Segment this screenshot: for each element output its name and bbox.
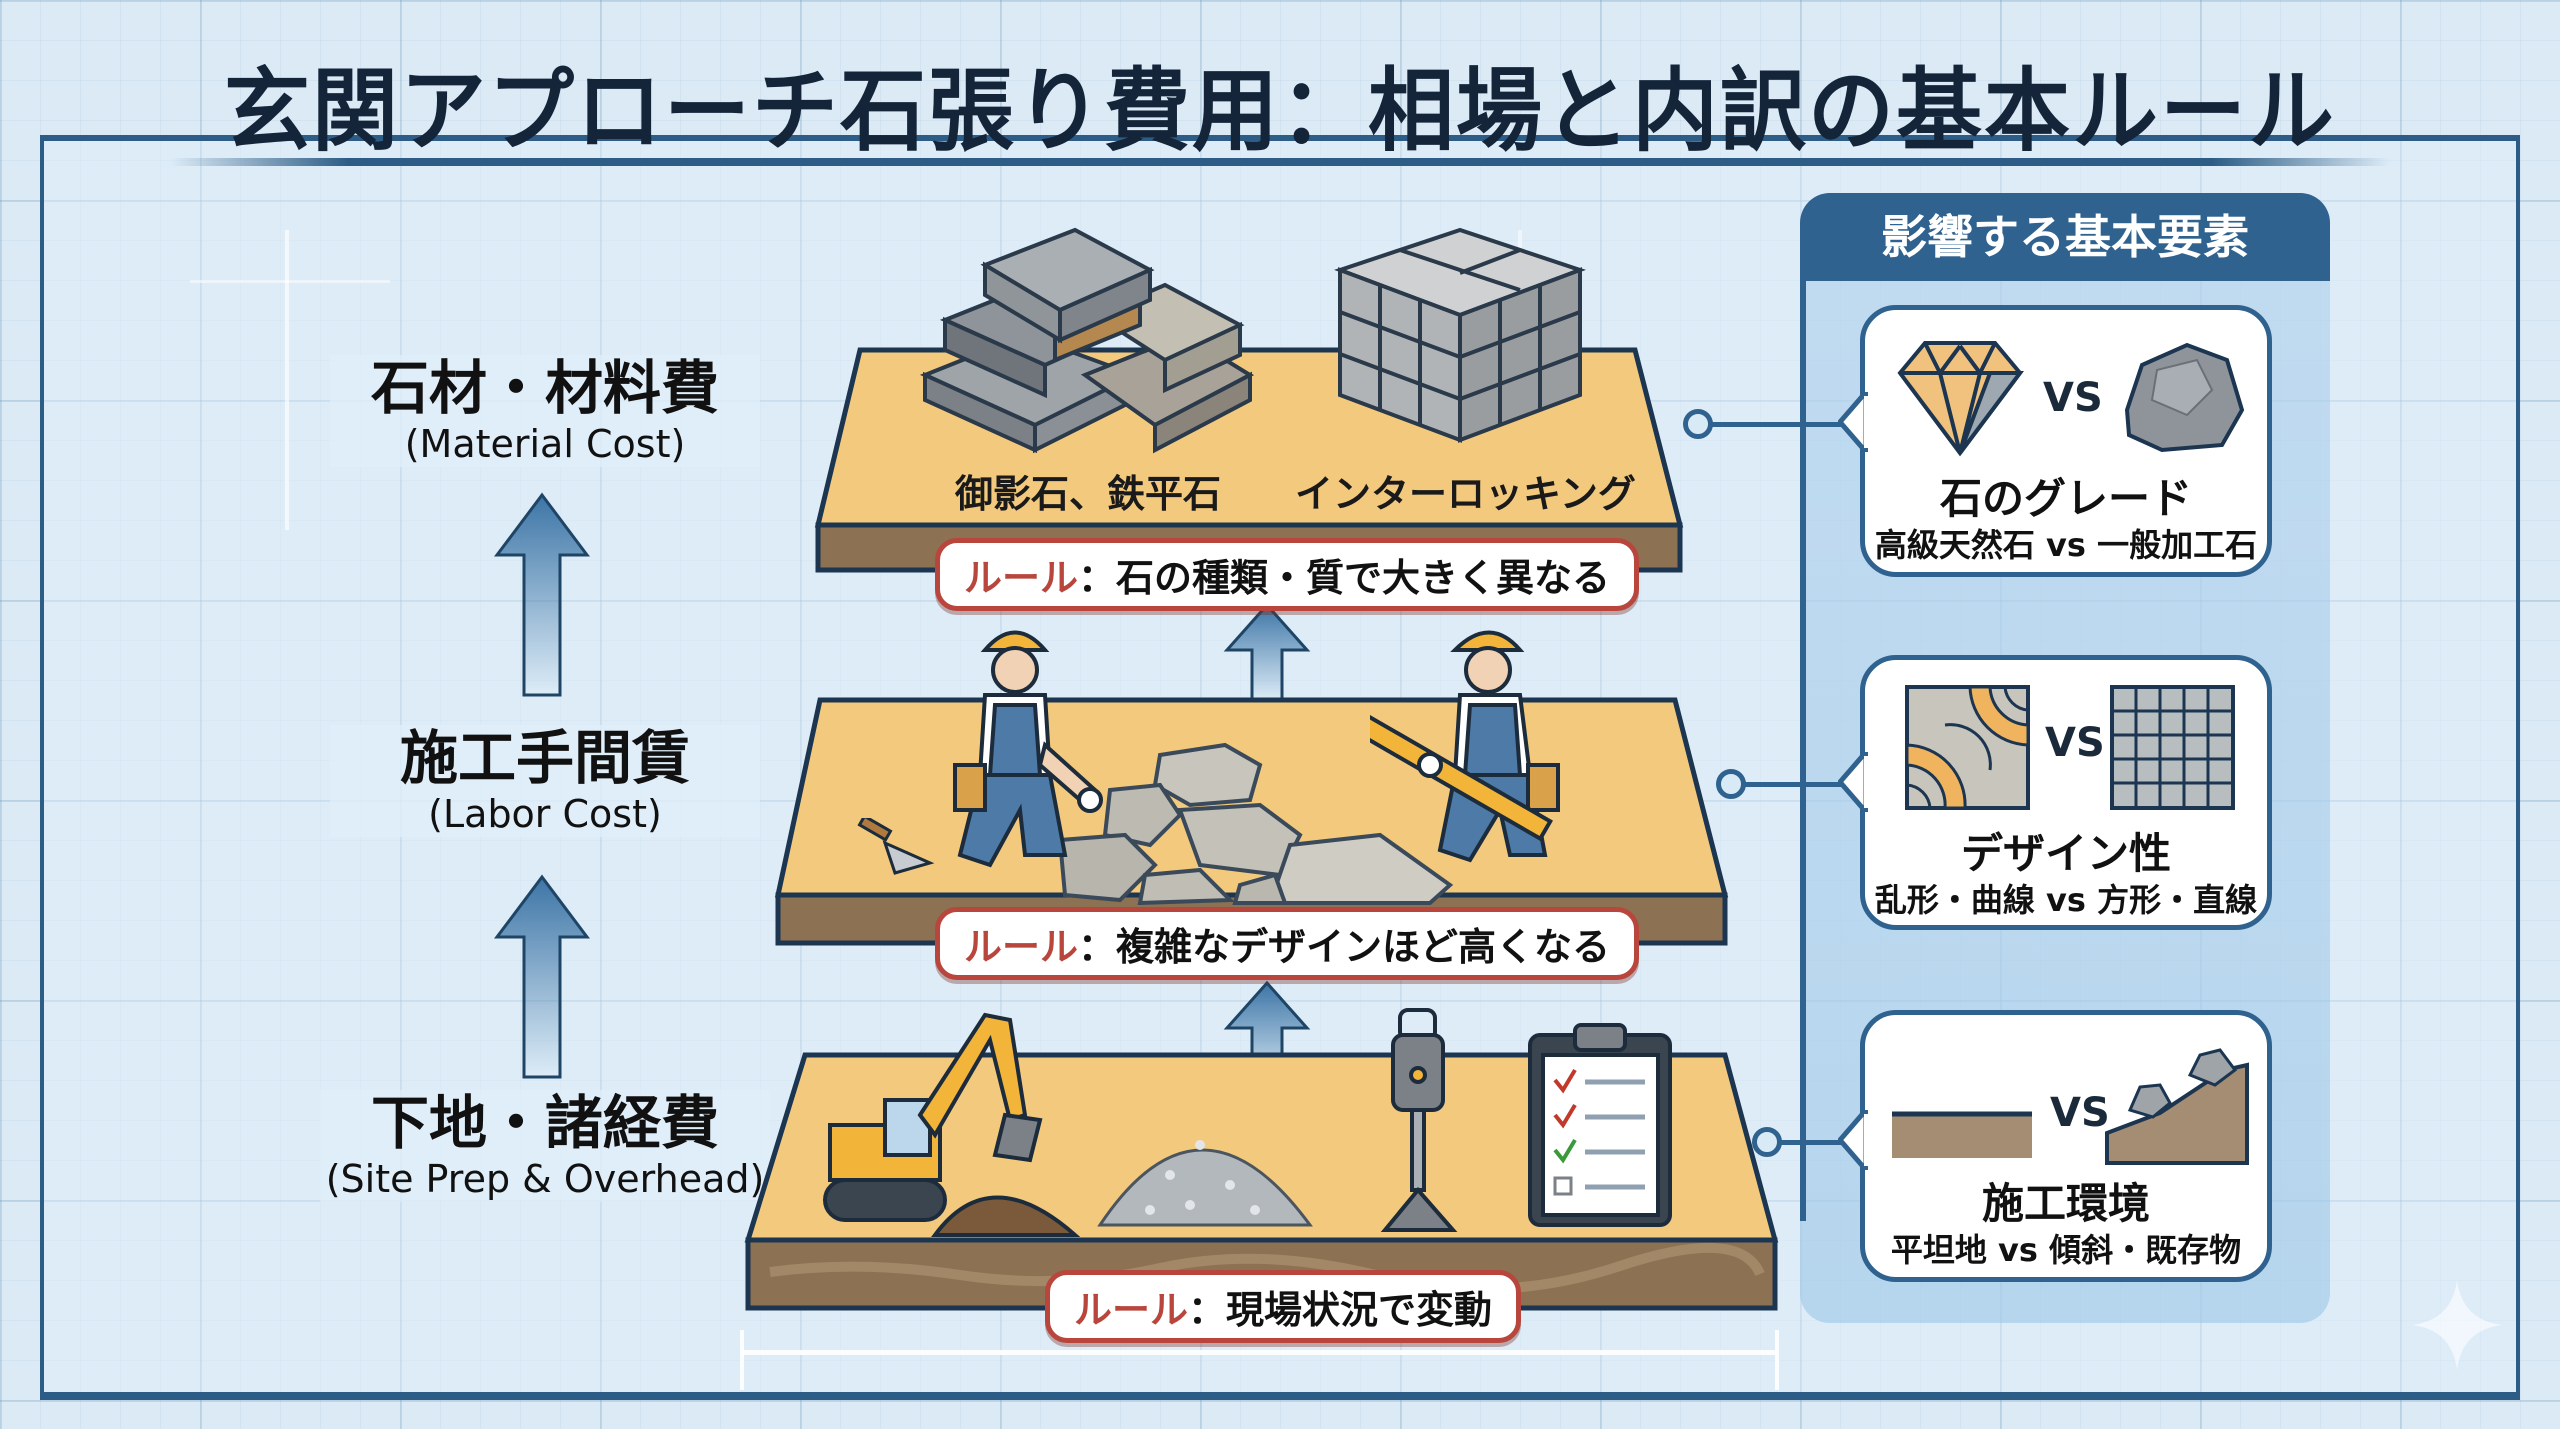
dimension-tick — [740, 1330, 744, 1390]
gem-icon — [1897, 341, 2024, 457]
connector-line — [1710, 422, 1860, 427]
title-underline — [170, 158, 2390, 166]
category-labor: 施工手間賃 (Labor Cost) — [330, 724, 760, 838]
worker-with-level-icon — [1370, 630, 1560, 863]
factor-card-site-environment: VS 施工環境 平坦地 vs 傾斜・既存物 — [1860, 1010, 2272, 1282]
category-jp: 石材・材料費 — [370, 354, 719, 422]
category-en: (Labor Cost) — [428, 791, 662, 836]
arrow-up-icon — [494, 874, 590, 1079]
rule-text: ：複雑なデザインほど高くなる — [1078, 925, 1611, 969]
category-en: (Site Prep & Overhead) — [325, 1156, 765, 1201]
stone-type-label: インターロッキング — [1295, 472, 1636, 516]
page-title: 玄関アプローチ石張り費用：相場と内訳の基本ルール — [224, 58, 2336, 164]
connector-dot — [1683, 409, 1713, 439]
interlocking-blocks-icon — [1334, 227, 1586, 443]
category-site-prep: 下地・諸経費 (Site Prep & Overhead) — [320, 1089, 770, 1203]
connector-dot — [1716, 769, 1746, 799]
rule-label: ルール — [1074, 1288, 1189, 1332]
vs-label: VS — [2050, 1090, 2110, 1136]
dimension-tick — [1775, 1330, 1779, 1390]
dirt-pile-icon — [931, 1195, 1080, 1237]
connector-line — [1779, 1140, 1860, 1145]
factor-subtitle: 平坦地 vs 傾斜・既存物 — [1890, 1231, 2242, 1269]
factor-title: デザイン性 — [1960, 829, 2171, 878]
card-pointer — [1838, 392, 1868, 452]
factor-subtitle: 乱形・曲線 vs 方形・直線 — [1874, 881, 2258, 919]
glow-line — [190, 280, 390, 283]
arrow-up-icon — [1223, 602, 1311, 702]
arrow-up-icon — [494, 492, 590, 697]
checklist-clipboard-icon — [1528, 1023, 1672, 1227]
flat-ground-icon — [1892, 1111, 2032, 1158]
category-material: 石材・材料費 (Material Cost) — [330, 354, 760, 468]
gravel-pile-icon — [1097, 1140, 1313, 1227]
factor-title: 施工環境 — [1981, 1179, 2150, 1228]
vs-label: VS — [2043, 375, 2103, 421]
connector-line — [1743, 782, 1860, 787]
category-jp: 下地・諸経費 — [370, 1089, 719, 1157]
dimension-line — [742, 1350, 1777, 1355]
excavator-icon — [823, 1012, 1043, 1222]
rule-label: ルール — [964, 925, 1079, 969]
vs-label: VS — [2045, 720, 2105, 766]
rough-rock-icon — [2124, 342, 2245, 453]
connector-dot — [1752, 1127, 1782, 1157]
rule-text: ：現場状況で変動 — [1188, 1288, 1493, 1332]
square-grid-icon — [2110, 685, 2235, 810]
glow-line — [285, 230, 289, 530]
sparkle-icon — [2412, 1280, 2502, 1370]
rule-label: ルール — [964, 556, 1079, 600]
rule-badge-site-prep: ルール：現場状況で変動 — [1045, 1270, 1522, 1343]
rule-badge-labor: ルール：複雑なデザインほど高くなる — [935, 907, 1640, 980]
factor-card-design: VS デザイン性 乱形・曲線 vs 方形・直線 — [1860, 655, 2272, 930]
curved-pattern-icon — [1905, 685, 2030, 810]
tamper-icon — [1380, 1008, 1458, 1232]
card-pointer — [1838, 1110, 1868, 1170]
factor-card-stone-grade: VS 石のグレード 高級天然石 vs 一般加工石 — [1860, 305, 2272, 577]
category-jp: 施工手間賃 — [399, 724, 690, 792]
card-pointer — [1838, 752, 1868, 812]
panel-connector-line — [1800, 281, 1806, 1221]
stone-type-label: 御影石、鉄平石 — [955, 472, 1222, 516]
factors-panel-header: 影響する基本要素 — [1800, 193, 2330, 281]
irregular-paving-stones-icon — [1057, 742, 1454, 905]
factor-title: 石のグレード — [1939, 474, 2192, 523]
factor-subtitle: 高級天然石 vs 一般加工石 — [1874, 526, 2258, 564]
category-en: (Material Cost) — [404, 421, 686, 466]
trowel-icon — [857, 818, 935, 875]
stacked-stone-slabs-icon — [919, 227, 1255, 454]
slope-with-rocks-icon — [2105, 1048, 2249, 1165]
rule-text: ：石の種類・質で大きく異なる — [1078, 556, 1611, 600]
rule-badge-material: ルール：石の種類・質で大きく異なる — [935, 538, 1640, 611]
worker-with-trowel-icon — [953, 630, 1103, 868]
